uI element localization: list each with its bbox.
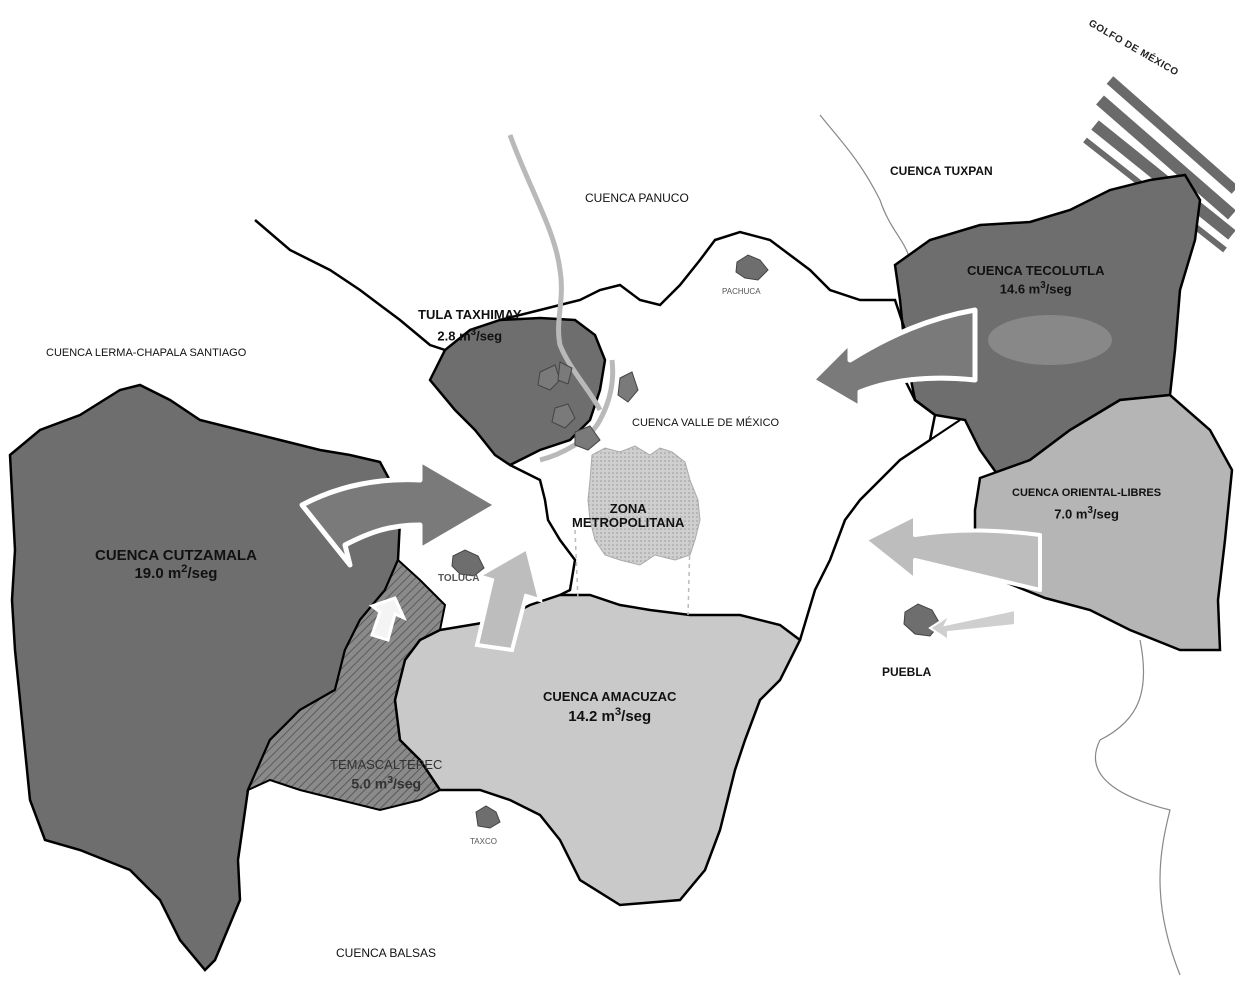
tula-name: TULA TAXHIMAY bbox=[418, 307, 522, 322]
label-temascaltepec: TEMASCALTEPEC 5.0 m3/seg bbox=[330, 758, 442, 791]
arrow-temascaltepec bbox=[368, 596, 407, 642]
border-line-east bbox=[819, 114, 911, 261]
tula-rate-exp: 3 bbox=[470, 326, 477, 338]
basin-border-north bbox=[254, 219, 446, 352]
cutzamala-rate: 19.0 m2/seg bbox=[95, 562, 257, 582]
oriental-name: CUENCA ORIENTAL-LIBRES bbox=[1012, 487, 1162, 499]
temascaltepec-rate-unit: /seg bbox=[393, 775, 422, 792]
label-tuxpan: CUENCA TUXPAN bbox=[890, 164, 993, 178]
cutzamala-name: CUENCA CUTZAMALA bbox=[95, 547, 257, 564]
arrow-cutzamala bbox=[299, 457, 500, 568]
tula-rate: 2.8 m3/seg bbox=[418, 326, 522, 343]
tula-rate-unit: /seg bbox=[476, 327, 503, 343]
cutzamala-rate-unit: /seg bbox=[187, 564, 218, 582]
oriental-rate-exp: 3 bbox=[1087, 504, 1093, 516]
lake-tecolutla bbox=[988, 315, 1112, 365]
region-amacuzac bbox=[393, 593, 802, 907]
tecolutla-rate-exp: 3 bbox=[1040, 279, 1046, 291]
label-tecolutla: CUENCA TECOLUTLA 14.6 m3/seg bbox=[967, 264, 1104, 296]
amacuzac-rate: 14.2 m3/seg bbox=[543, 705, 676, 725]
label-city-puebla: PUEBLA bbox=[882, 665, 932, 679]
river-branch bbox=[539, 359, 616, 463]
region-tula bbox=[428, 316, 607, 467]
label-cutzamala: CUENCA CUTZAMALA 19.0 m2/seg bbox=[95, 548, 257, 582]
temascaltepec-rate-exp: 3 bbox=[387, 773, 394, 786]
river bbox=[507, 134, 603, 412]
oriental-rate-value: 7.0 m bbox=[1054, 505, 1088, 521]
temascaltepec-rate: 5.0 m3/seg bbox=[330, 773, 442, 792]
amacuzac-rate-exp: 3 bbox=[614, 705, 622, 718]
cutzamala-rate-exp: 2 bbox=[181, 562, 188, 575]
label-city-taxco: TAXCO bbox=[470, 837, 497, 846]
city-pachuca-shape bbox=[735, 254, 769, 281]
tula-rate-value: 2.8 m bbox=[437, 327, 471, 343]
amacuzac-name: CUENCA AMACUZAC bbox=[543, 689, 677, 704]
label-zona-metropolitana: ZONA METROPOLITANA bbox=[572, 502, 684, 529]
temascaltepec-rate-value: 5.0 m bbox=[351, 775, 388, 792]
tecolutla-rate-unit: /seg bbox=[1045, 280, 1072, 296]
tecolutla-name: CUENCA TECOLUTLA bbox=[967, 263, 1105, 278]
label-oriental: CUENCA ORIENTAL-LIBRES 7.0 m3/seg bbox=[1012, 487, 1162, 521]
reservoir-blobs bbox=[537, 361, 639, 451]
amacuzac-rate-unit: /seg bbox=[621, 707, 652, 725]
border-line-southeast bbox=[1094, 639, 1181, 976]
city-taxco-shape bbox=[475, 805, 501, 829]
label-lerma: CUENCA LERMA-CHAPALA SANTIAGO bbox=[46, 347, 247, 359]
oriental-rate: 7.0 m3/seg bbox=[1012, 504, 1161, 521]
oriental-rate-unit: /seg bbox=[1092, 505, 1119, 521]
label-amacuzac: CUENCA AMACUZAC 14.2 m3/seg bbox=[543, 690, 676, 724]
zona-metropolitana-area bbox=[587, 445, 701, 566]
temascaltepec-name: TEMASCALTEPEC bbox=[330, 757, 443, 772]
arrow-oriental-small bbox=[928, 608, 1016, 642]
label-city-toluca: TOLUCA bbox=[438, 573, 480, 584]
zona-dash-1 bbox=[574, 529, 579, 601]
basin-border-valle bbox=[499, 230, 937, 641]
label-tula: TULA TAXHIMAY 2.8 m3/seg bbox=[418, 308, 522, 343]
zona-line1: ZONA bbox=[609, 501, 647, 516]
arrow-tecolutla bbox=[809, 307, 978, 411]
cutzamala-rate-value: 19.0 m bbox=[134, 564, 182, 582]
basin-border-valle-west bbox=[509, 463, 577, 597]
tecolutla-rate: 14.6 m3/seg bbox=[967, 279, 1104, 296]
zona-line2: METROPOLITANA bbox=[572, 514, 685, 530]
label-balsas: CUENCA BALSAS bbox=[336, 946, 437, 960]
label-panuco: CUENCA PANUCO bbox=[585, 191, 689, 205]
basin-border-puebla bbox=[929, 419, 961, 441]
arrow-oriental bbox=[863, 513, 1042, 592]
tecolutla-rate-value: 14.6 m bbox=[999, 280, 1041, 296]
label-valle: CUENCA VALLE DE MÉXICO bbox=[632, 417, 780, 429]
label-city-pachuca: PACHUCA bbox=[722, 287, 761, 296]
amacuzac-rate-value: 14.2 m bbox=[568, 707, 615, 725]
city-toluca-shape bbox=[451, 549, 485, 577]
arrow-amacuzac bbox=[472, 544, 543, 653]
